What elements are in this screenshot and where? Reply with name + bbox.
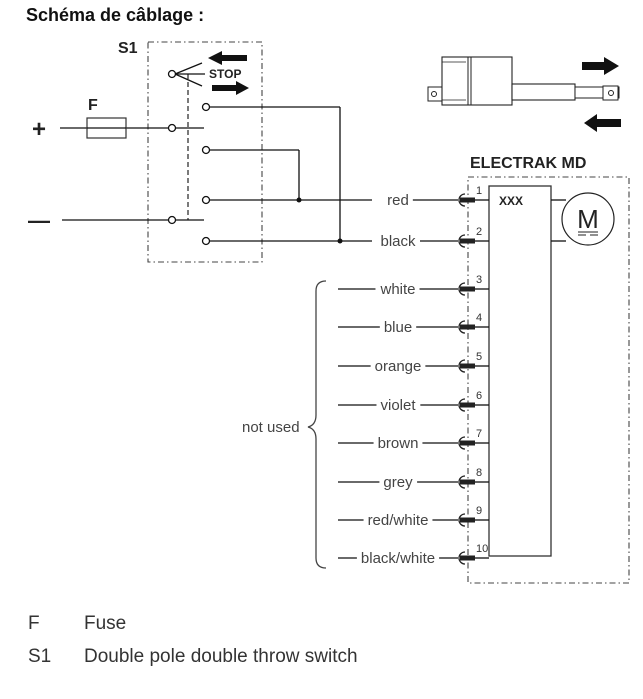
junction-dot [296,197,302,203]
connector-socket-icon [458,436,466,450]
terminal-a [201,102,211,112]
switch-cross-wiring [209,106,372,244]
wire-color-label: red [387,192,409,209]
connector-pin [460,286,475,292]
legend: F Fuse S1 Double pole double throw switc… [28,613,358,667]
connector-socket-icon [458,475,466,489]
connector-pin [460,238,475,244]
motor-label: M [577,204,599,234]
diagram-title: Schéma de câblage : [26,5,204,25]
wire-color-label: black/white [361,550,435,567]
legend-description: Fuse [84,613,126,634]
wire-color-label: red/white [368,512,429,529]
wire-row: brown 7 [338,428,489,452]
connector-socket-icon [458,320,466,334]
motor-symbol [561,192,615,246]
wire-rows: red 1 black 2 white 3 blue 4 orange 5 violet 6 brown… [338,185,489,567]
wire-row: red 1 [387,185,489,209]
pole-minus-common [167,215,177,225]
arrow-left-icon [208,51,247,65]
connector-pin [460,555,475,561]
connector-pin [460,402,475,408]
connector-socket-icon [458,193,466,207]
wire-row: violet 6 [338,390,489,414]
switch-s1: S1 STOP [118,40,263,263]
terminal-c [201,195,211,205]
pin-number: 5 [476,351,482,363]
pin-number: 2 [476,226,482,238]
fuse-label: F [88,97,98,114]
wire-row: blue 4 [338,312,489,336]
pin-number: 10 [476,543,488,555]
pole-plus-common [167,123,177,133]
wire-color-label: white [379,281,415,298]
junction-dot [337,238,343,244]
connector-pin [460,363,475,369]
switch-enclosure [147,41,263,263]
pin-number: 3 [476,274,482,286]
connector-socket-icon [458,551,466,565]
wire-color-label: violet [380,397,416,414]
legend-description: Double pole double throw switch [84,646,358,667]
legend-symbol: S1 [28,646,51,667]
connector-pin [460,479,475,485]
retract-arrow-icon [584,114,621,132]
switch-label: S1 [118,40,138,57]
wire-row: black/white 10 [338,543,489,567]
pin-number: 4 [476,312,482,324]
connector-socket-icon [458,234,466,248]
wire-color-label: black [380,233,416,250]
pin-number: 9 [476,505,482,517]
controller-label: XXX [499,194,523,208]
extend-arrow-icon [582,57,619,75]
connector-pin [460,324,475,330]
connector-pin [460,197,475,203]
connector-socket-icon [458,513,466,527]
connector-socket-icon [458,359,466,373]
wire-color-label: blue [384,319,412,336]
wire-row: orange 5 [338,351,489,375]
wire-color-label: brown [378,435,419,452]
connector-pin [460,440,475,446]
connector-socket-icon [458,282,466,296]
wire-row: grey 8 [338,467,489,491]
actuator-name: ELECTRAK MD [470,155,586,172]
minus-sign: — [28,208,50,233]
terminal-d [201,236,211,246]
plus-sign: + [32,116,46,143]
connector-socket-icon [458,398,466,412]
legend-symbol: F [28,613,40,634]
stop-label: STOP [209,67,241,81]
terminal-b [201,145,211,155]
controller-box [488,185,552,557]
arrow-right-icon [212,81,249,95]
pin-number: 7 [476,428,482,440]
pin-number: 8 [476,467,482,479]
actuator-illustration [427,56,621,132]
wire-row: white 3 [338,274,489,298]
wire-row: red/white 9 [338,505,489,529]
wire-row: black 2 [380,226,489,250]
pin-number: 6 [476,390,482,402]
not-used-brace [307,280,327,569]
connector-pin [460,517,475,523]
wire-color-label: orange [375,358,422,375]
not-used-label: not used [242,419,300,436]
wire-color-label: grey [383,474,413,491]
pin-number: 1 [476,185,482,197]
indicator-pivot [167,69,177,79]
